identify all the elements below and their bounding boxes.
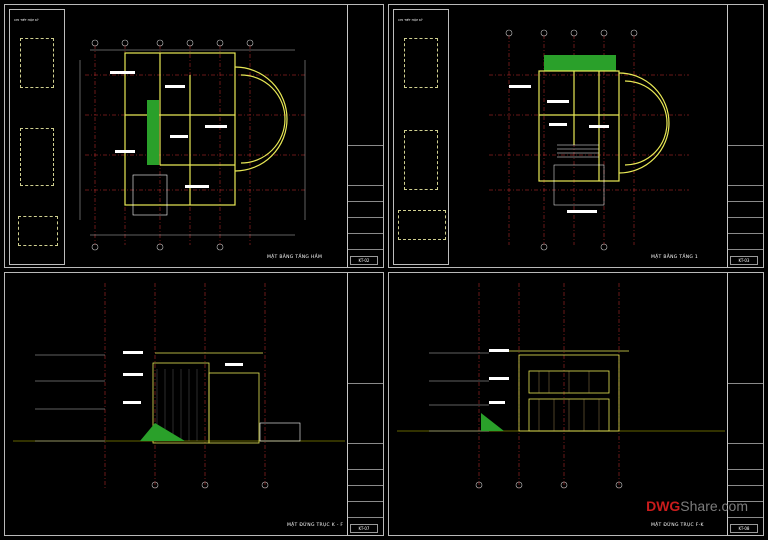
sheet-code: KT-02 [350,256,378,265]
elevation-f-k-drawing [397,283,725,489]
side-detail-title: CHI TIẾT HỘP KỸ [398,18,423,22]
drawing-caption: MẶT ĐỨNG TRỤC K - F [287,523,344,528]
drawing-caption: MẶT ĐỨNG TRỤC F-K [651,523,704,528]
title-block: KT-07 [347,273,383,535]
watermark-logo: DWGShare.com [646,498,748,514]
title-block: KT-08 [727,273,763,535]
detail-box [20,38,54,88]
detail-box [404,130,438,190]
first-floor-plan-drawing [489,29,689,251]
sheet-code: KT-07 [350,524,378,533]
side-detail-frame: CHI TIẾT HỘP KỸ [9,9,65,265]
side-detail-title: CHI TIẾT HỘP KỸ [14,18,39,22]
sheet-basement-plan: CHI TIẾT HỘP KỸ [4,4,384,268]
sheet-elevation-k-f: MẶT ĐỨNG TRỤC K - F KT-07 [4,272,384,536]
sheet-code: KT-08 [730,524,758,533]
watermark-suffix: Share.com [680,498,748,514]
green-slope [140,423,185,441]
sheet-code: KT-03 [730,256,758,265]
watermark-prefix: DWG [646,498,681,514]
detail-box [20,128,54,186]
detail-box [398,210,446,240]
green-slope [481,413,504,431]
green-roof-garden [544,55,616,71]
sheet-first-floor-plan: CHI TIẾT HỘP KỸ [388,4,764,268]
drawing-caption: MẶT BẰNG TẦNG 1 [651,255,699,260]
title-block: KT-02 [347,5,383,267]
green-planter [147,100,159,165]
sheet-elevation-f-k: MẶT ĐỨNG TRỤC F-K KT-08 [388,272,764,536]
side-detail-frame: CHI TIẾT HỘP KỸ [393,9,449,265]
title-block: KT-03 [727,5,763,267]
detail-box [18,216,58,246]
detail-box [404,38,438,88]
drawing-caption: MẶT BẰNG TẦNG HẦM [267,255,323,260]
elevation-k-f-drawing [13,283,345,489]
basement-plan-drawing [79,39,306,251]
